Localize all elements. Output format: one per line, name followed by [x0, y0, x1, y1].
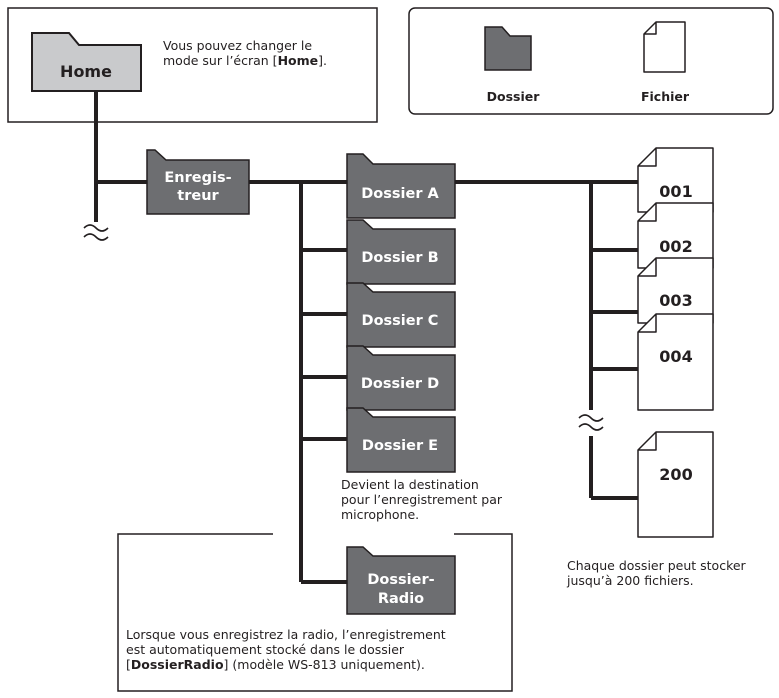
home-folder: Home: [31, 32, 142, 92]
legend-file-label: Fichier: [641, 89, 690, 104]
legend-folder-icon: [484, 26, 532, 71]
folder-e-note: Devient la destination pour l’enregistre…: [341, 477, 502, 522]
file-001-label: 001: [659, 182, 692, 201]
file-002: 002: [637, 202, 714, 269]
folder-dossier-d: Dossier D: [346, 345, 456, 411]
file-004: 004: [637, 313, 714, 411]
break-mark-right: [578, 414, 604, 431]
folder-dossier-c-label: Dossier C: [362, 313, 439, 329]
radio-note-line3: [DossierRadio] (modèle WS-813 uniquement…: [126, 657, 425, 672]
file-004-label: 004: [659, 347, 692, 366]
files-note: Chaque dossier peut stocker jusqu’à 200 …: [567, 558, 746, 588]
home-note-line1: Vous pouvez changer le: [163, 38, 313, 53]
folder-e-note-line2: pour l’enregistrement par: [341, 492, 503, 507]
folder-dossier-a: Dossier A: [346, 153, 456, 219]
folder-dossier-e: Dossier E: [346, 407, 456, 473]
files-note-line2: jusqu’à 200 fichiers.: [567, 573, 694, 588]
break-mark-left: [83, 224, 109, 241]
recorder-folder-label-line2: treur: [177, 188, 219, 204]
home-folder-label: Home: [60, 62, 112, 81]
legend-file-icon: [643, 21, 686, 73]
files-note-line1: Chaque dossier peut stocker: [567, 558, 746, 573]
radio-note-line1: Lorsque vous enregistrez la radio, l’enr…: [126, 627, 446, 642]
folder-e-note-line1: Devient la destination: [341, 477, 479, 492]
recorder-folder-label-line1: Enregis-: [164, 170, 231, 186]
folder-e-note-line3: microphone.: [341, 507, 420, 522]
folder-dossier-c: Dossier C: [346, 282, 456, 348]
radio-note: Lorsque vous enregistrez la radio, l’enr…: [126, 627, 446, 672]
home-note: Vous pouvez changer le mode sur l’écran …: [163, 38, 327, 68]
file-200-label: 200: [659, 465, 692, 484]
radio-note-box: [117, 533, 513, 692]
file-003-label: 003: [659, 291, 692, 310]
connector-lines: [94, 92, 638, 584]
recorder-folder: Enregis- treur: [146, 149, 250, 215]
folder-dossier-e-label: Dossier E: [362, 438, 438, 454]
home-note-line2: mode sur l’écran [Home].: [163, 53, 327, 68]
folder-dossier-radio-label-line2: Radio: [378, 591, 424, 607]
file-002-label: 002: [659, 237, 692, 256]
folder-dossier-radio: Dossier- Radio: [346, 546, 456, 615]
folder-dossier-a-label: Dossier A: [361, 186, 439, 202]
folder-dossier-d-label: Dossier D: [361, 376, 439, 392]
legend-box: [408, 7, 774, 115]
radio-note-line2: est automatiquement stocké dans le dossi…: [126, 642, 405, 657]
file-200: 200: [637, 431, 714, 538]
folder-dossier-radio-label-line1: Dossier-: [367, 572, 434, 588]
folder-dossier-b: Dossier B: [346, 219, 456, 285]
folder-dossier-b-label: Dossier B: [361, 250, 438, 266]
legend-folder-label: Dossier: [487, 89, 541, 104]
